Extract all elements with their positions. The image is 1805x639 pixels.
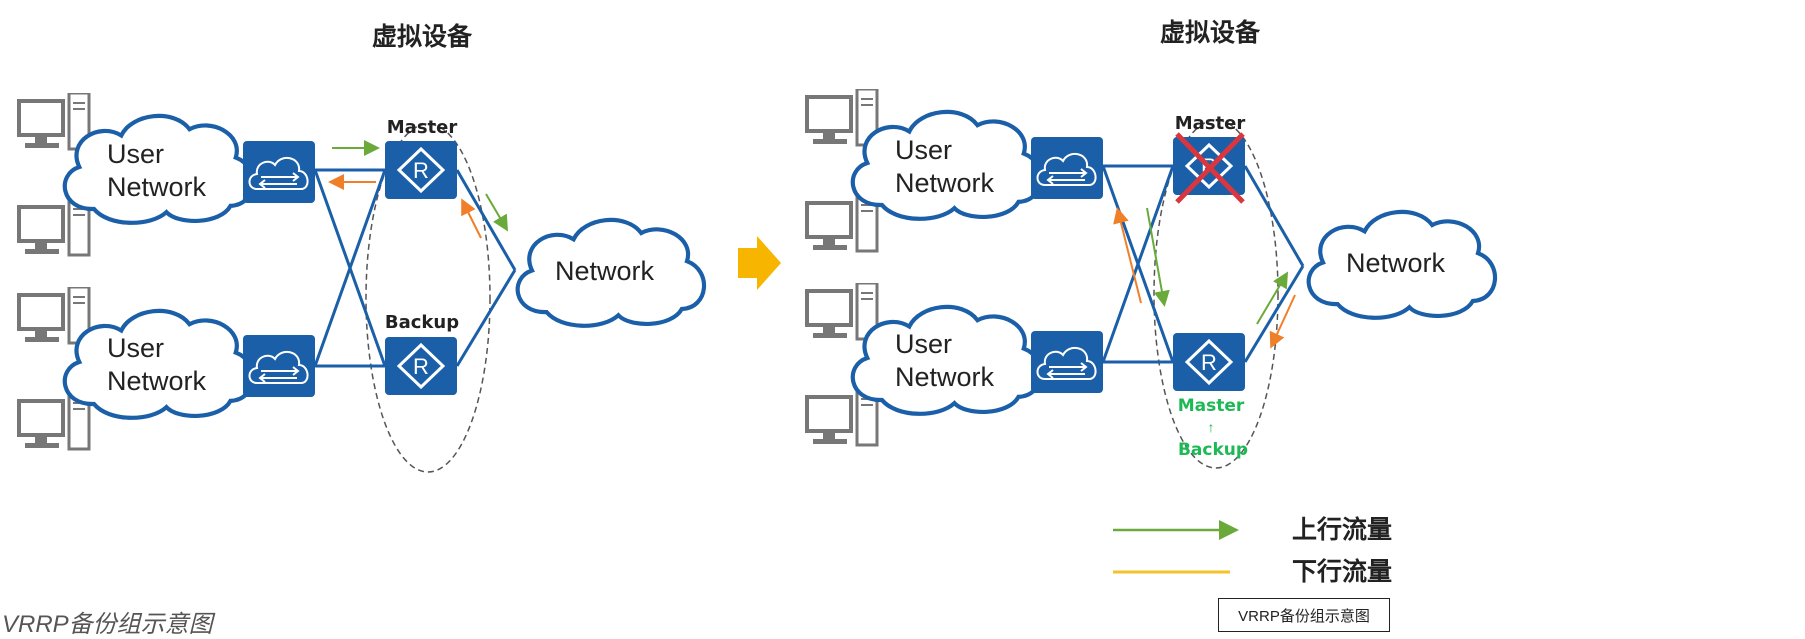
role-change-arrow-icon: ↑	[1208, 419, 1215, 435]
uplink-arrow	[1146, 207, 1170, 307]
left-topology: 虚拟设备 User Network User Network Master Ba…	[17, 22, 704, 473]
links	[1101, 164, 1305, 364]
cloud-label: User	[107, 333, 164, 363]
virtual-device-ellipse	[1153, 119, 1279, 469]
cloud-label: Network	[107, 366, 207, 396]
right-topology: 虚拟设备 User Network User Network Master Ma…	[805, 18, 1495, 469]
new-role-label: Master	[1178, 396, 1245, 416]
switch-icon	[243, 141, 315, 203]
router-icon-new-master	[1173, 333, 1245, 391]
network-label: Network	[555, 256, 655, 286]
uplink-arrow	[1256, 271, 1289, 325]
computer-icon	[805, 283, 879, 341]
cloud-label: User	[895, 329, 952, 359]
backup-label: Backup	[385, 312, 459, 333]
switch-icon	[1031, 137, 1103, 199]
computer-icon	[17, 93, 91, 151]
cloud-label: User	[895, 135, 952, 165]
cloud-label: Network	[895, 362, 995, 392]
uplink-arrow	[485, 193, 509, 232]
virtual-device-title: 虚拟设备	[372, 22, 473, 51]
network-label: Network	[1346, 248, 1446, 278]
old-role-label: Backup	[1178, 440, 1248, 460]
legend: 上行流量 下行流量	[1113, 515, 1392, 586]
user-network-cloud-2	[853, 307, 1041, 414]
legend-uplink-label: 上行流量	[1292, 515, 1392, 544]
computer-icon	[805, 89, 879, 147]
user-network-cloud-1	[853, 112, 1041, 219]
failure-x-icon	[1175, 132, 1245, 204]
links	[313, 168, 517, 368]
router-icon-backup	[385, 337, 457, 395]
switch-icon	[1031, 331, 1103, 393]
master-label: Master	[1175, 113, 1246, 134]
virtual-device-title: 虚拟设备	[1160, 18, 1261, 47]
legend-downlink-label: 下行流量	[1292, 557, 1392, 586]
cloud-label: Network	[895, 168, 995, 198]
virtual-device-ellipse	[365, 123, 491, 473]
user-network-cloud-2	[65, 311, 253, 418]
image-tooltip: VRRP备份组示意图	[1218, 598, 1390, 632]
user-network-cloud-1	[65, 116, 253, 223]
router-icon-master	[385, 141, 457, 199]
transition-arrow-icon	[738, 236, 781, 290]
figure-caption: VRRP备份组示意图	[2, 611, 213, 638]
master-label: Master	[387, 117, 458, 138]
downlink-arrow	[1113, 207, 1142, 304]
computer-icon	[17, 287, 91, 345]
switch-icon	[243, 335, 315, 397]
downlink-arrow	[1269, 294, 1296, 349]
downlink-arrow	[461, 198, 482, 239]
cloud-label: User	[107, 139, 164, 169]
cloud-label: Network	[107, 172, 207, 202]
